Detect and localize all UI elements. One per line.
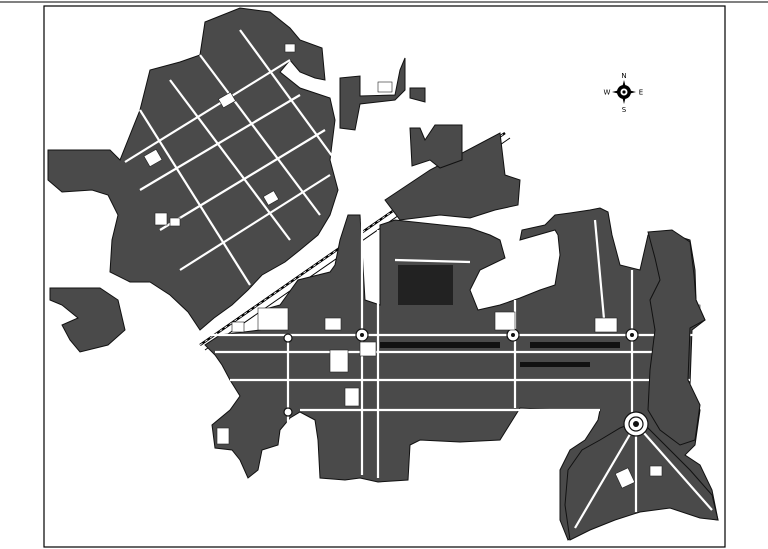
north-central-district — [384, 124, 521, 221]
compass-east-label: E — [639, 89, 643, 97]
compass-south-label: S — [622, 106, 627, 114]
compass-west-label: W — [604, 89, 611, 97]
open-spaces — [231, 307, 516, 333]
west-extension — [49, 287, 126, 353]
east-district — [647, 229, 706, 446]
compass-north-label: N — [621, 72, 626, 80]
southeast-district — [564, 411, 719, 541]
compass-rose: N S E W — [604, 72, 644, 114]
northwest-district — [47, 7, 339, 331]
map-frame — [43, 5, 726, 548]
north-fragments — [339, 57, 426, 131]
